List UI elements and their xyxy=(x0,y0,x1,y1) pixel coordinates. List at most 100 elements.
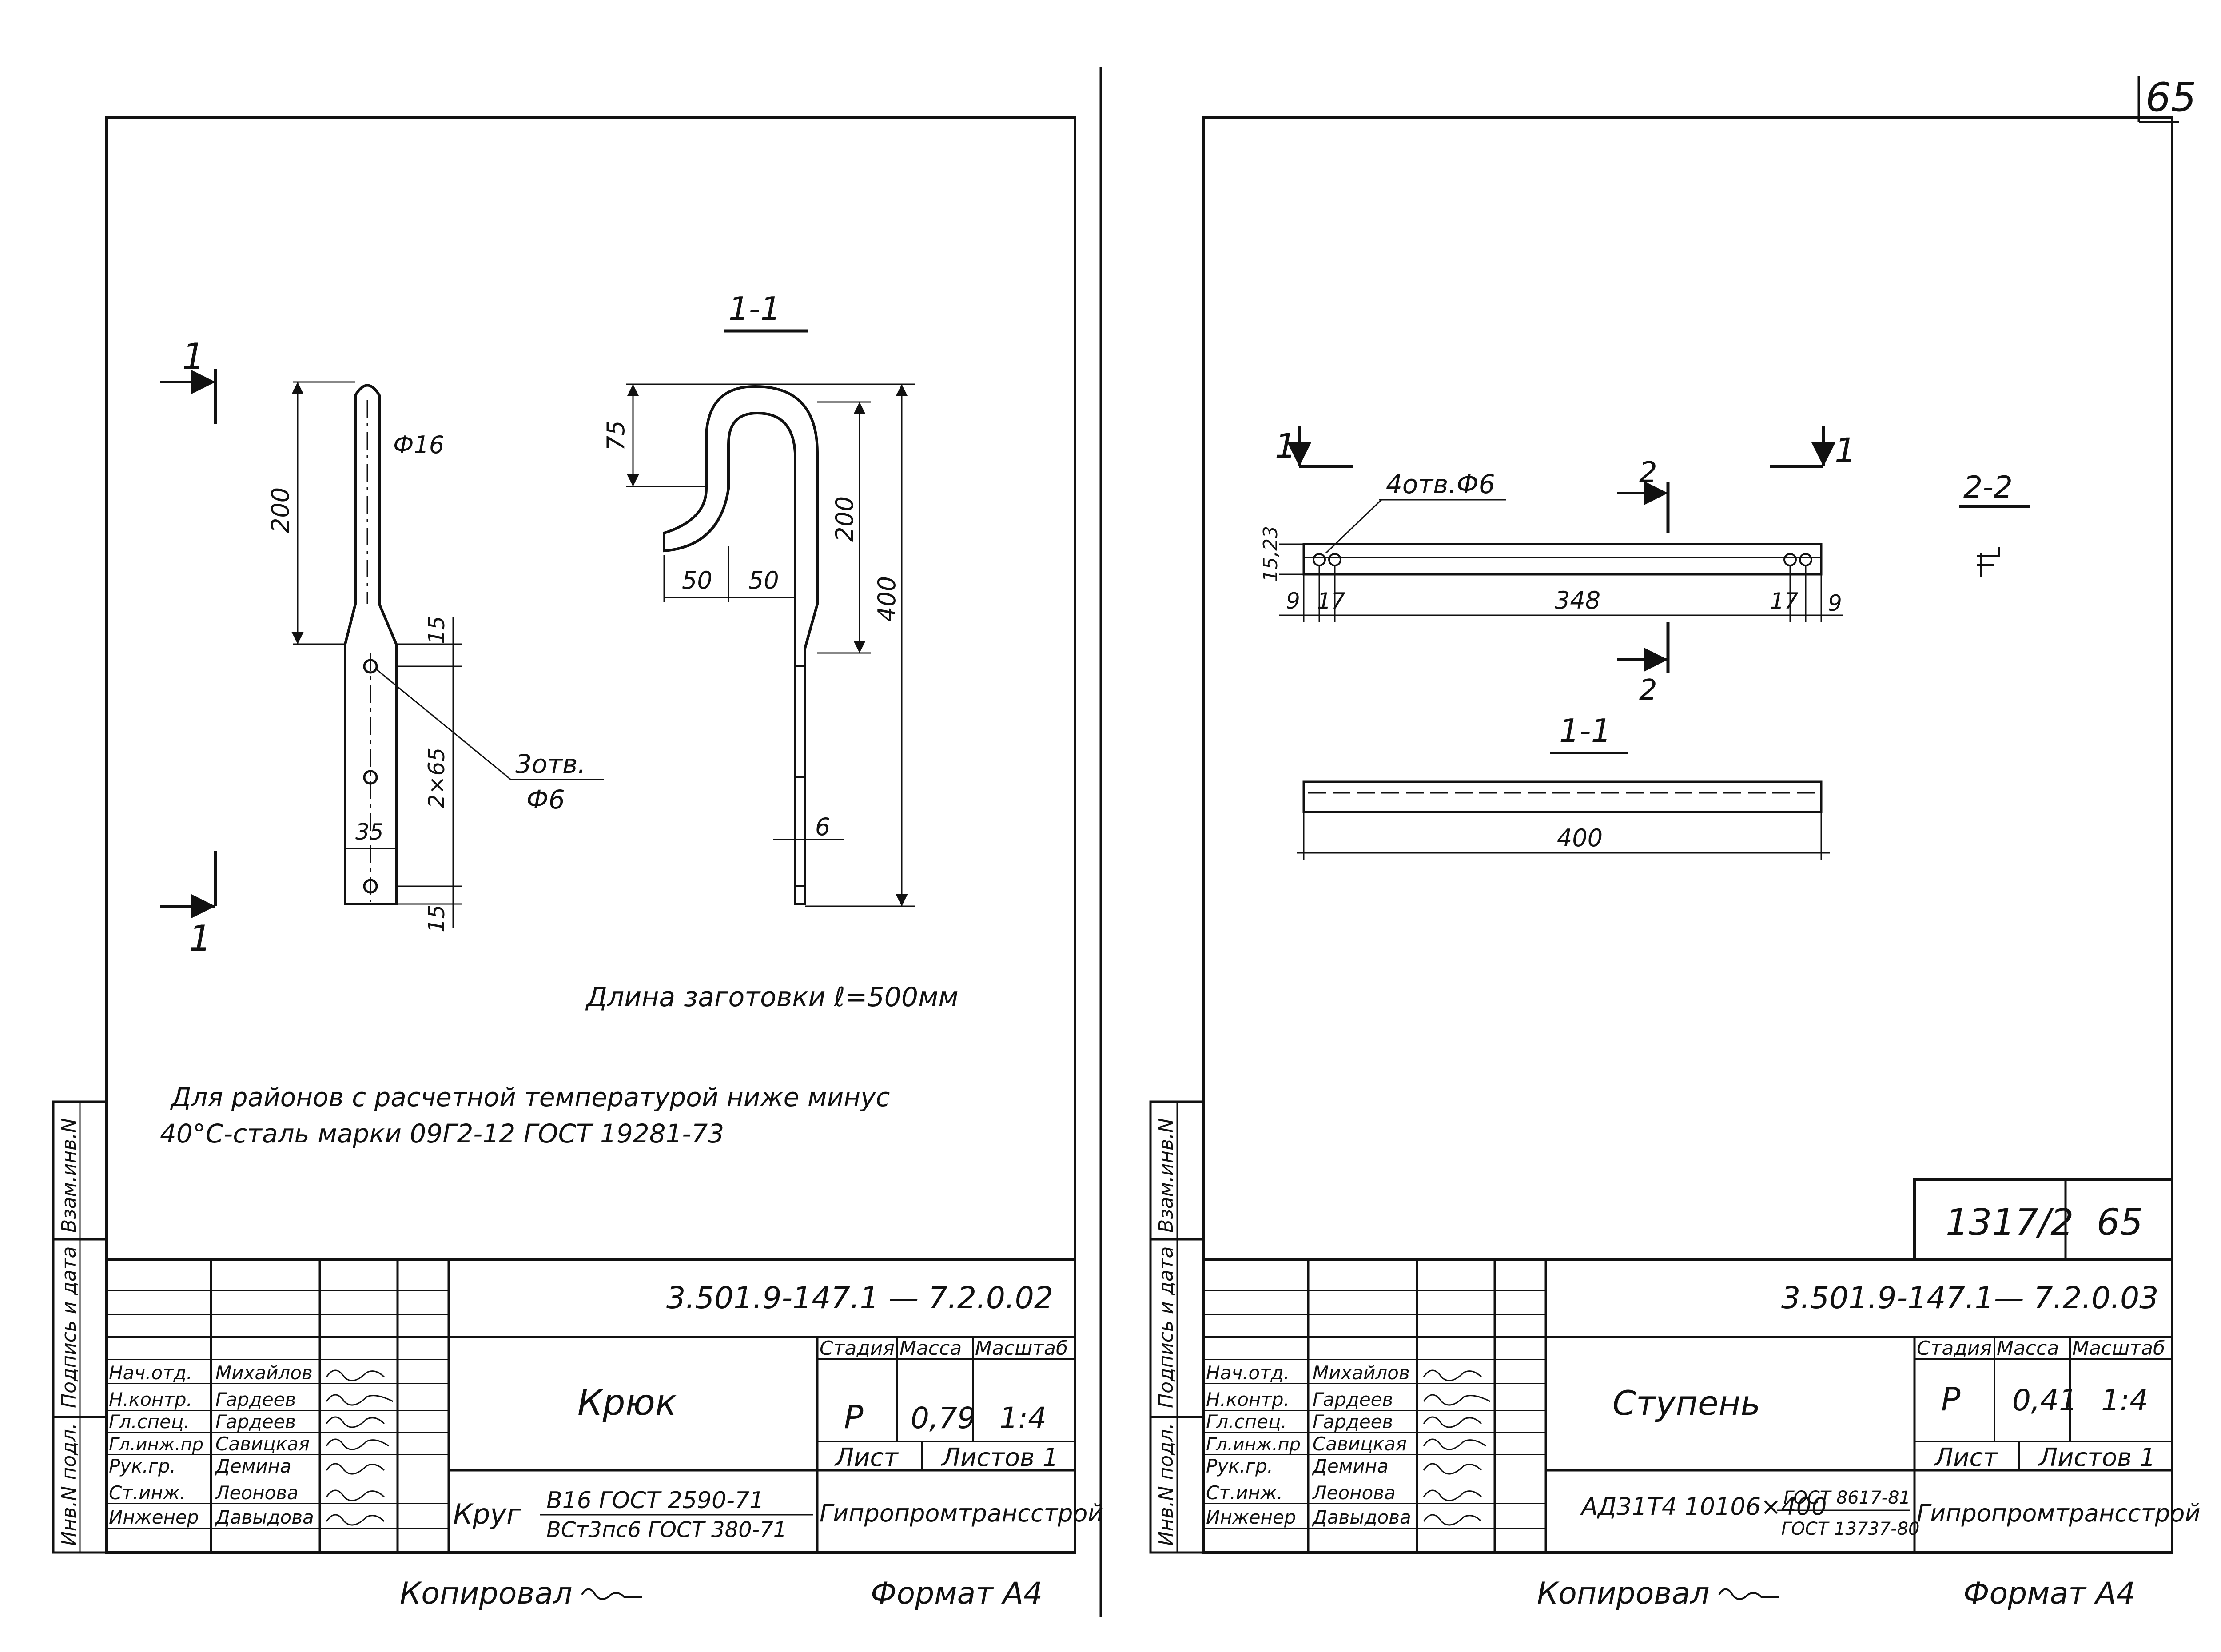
right-role-1: Н.контр. xyxy=(1206,1389,1290,1410)
right-copied-label: Копировал xyxy=(1537,1576,1710,1611)
page-number: 65 xyxy=(2145,74,2197,121)
holes-note-line1: 3отв. xyxy=(515,749,586,779)
left-doc-number: 3.501.9-147.1 — 7.2.0.02 xyxy=(666,1281,1053,1316)
left-copier-signature xyxy=(581,1588,642,1600)
left-organization: Гипропромтрансстрой xyxy=(820,1499,1103,1527)
stamp-page: 65 xyxy=(2097,1202,2143,1244)
right-scale-header: Масштаб xyxy=(2072,1337,2165,1360)
right-side-label-inv: Инв.N подл. xyxy=(1155,1423,1178,1546)
right-role-0: Нач.отд. xyxy=(1206,1362,1290,1384)
step-section-1-1: 1-1 400 xyxy=(1297,712,1830,860)
right-name-1: Гардеев xyxy=(1313,1389,1393,1410)
left-sheets-label: Листов 1 xyxy=(941,1443,1059,1472)
left-item-name: Крюк xyxy=(577,1382,677,1423)
right-name-5: Леонова xyxy=(1312,1482,1396,1504)
right-copier-signature xyxy=(1718,1588,1779,1600)
dim-17-right: 17 xyxy=(1770,588,1799,614)
right-organization: Гипропромтрансстрой xyxy=(1917,1499,2201,1527)
left-sheet-label: Лист xyxy=(834,1443,899,1472)
left-name-4: Демина xyxy=(215,1455,291,1477)
right-name-4: Демина xyxy=(1312,1455,1389,1477)
left-material-bottom: ВСт3пс6 ГОСТ 380-71 xyxy=(546,1517,787,1542)
right-sheet-label: Лист xyxy=(1934,1443,1998,1472)
left-role-3: Гл.инж.пр xyxy=(109,1434,203,1455)
hook-section-view: 1-1 75 50 50 200 400 6 xyxy=(602,290,915,907)
left-name-1: Гардеев xyxy=(215,1389,296,1410)
dim-9-left: 9 xyxy=(1286,588,1300,614)
right-mass: 0,41 xyxy=(2012,1383,2078,1417)
right-role-2: Гл.спец. xyxy=(1206,1411,1287,1433)
section-label-bottom: 2 xyxy=(1639,674,1657,707)
right-material-std-bottom: ГОСТ 13737-80 xyxy=(1781,1519,1919,1539)
right-sheets-label: Листов 1 xyxy=(2038,1443,2156,1472)
steel-note-line1: Для районов с расчетной температурой ниж… xyxy=(170,1082,890,1112)
right-format-label: Формат А4 xyxy=(1963,1576,2135,1611)
dim-75: 75 xyxy=(602,420,630,451)
dim-phi16: Ф16 xyxy=(393,431,444,459)
left-sheet: Инв.N подл. Подпись и дата Взам.инв.N 1 … xyxy=(52,116,1103,1611)
left-side-strip: Инв.N подл. Подпись и дата Взам.инв.N xyxy=(52,1100,108,1554)
blank-length-note: Длина заготовки ℓ=500мм xyxy=(585,982,959,1013)
right-role-5: Ст.инж. xyxy=(1206,1482,1283,1504)
dim-50-a: 50 xyxy=(682,566,712,594)
left-side-label-inv: Инв.N подл. xyxy=(58,1423,80,1546)
stamp-code: 1317/2 xyxy=(1946,1202,2074,1244)
section-label-top: 2 xyxy=(1639,456,1657,489)
left-title-block: 3.501.9-147.1 — 7.2.0.02 Крюк Стадия Мас… xyxy=(105,1258,1103,1554)
dim-50-b: 50 xyxy=(748,566,779,594)
right-scale: 1:4 xyxy=(2101,1383,2148,1417)
right-name-3: Савицкая xyxy=(1313,1433,1407,1455)
view-label-bottom: 1 xyxy=(189,918,211,959)
right-role-4: Рук.гр. xyxy=(1206,1455,1273,1477)
left-role-6: Инженер xyxy=(109,1506,199,1528)
dim-15-23: 15,23 xyxy=(1259,526,1282,582)
stamp-box: 1317/2 65 xyxy=(1913,1178,2173,1261)
right-role-3: Гл.инж.пр xyxy=(1206,1434,1301,1455)
left-name-6: Давыдова xyxy=(215,1506,314,1528)
dim-9-right: 9 xyxy=(1828,590,1842,616)
dim-200-left: 200 xyxy=(267,487,295,533)
left-name-2: Гардеев xyxy=(215,1411,296,1433)
dim-400: 400 xyxy=(873,576,901,622)
left-name-3: Савицкая xyxy=(215,1433,310,1455)
hook-elevation-view: 1 1 200 Ф16 15 2×65 15 xyxy=(160,336,604,959)
dim-35: 35 xyxy=(355,819,384,845)
right-view-label-left: 1 xyxy=(1275,426,1296,466)
left-role-5: Ст.инж. xyxy=(109,1482,186,1504)
step-section-2-2: 2-2 xyxy=(1959,470,2030,577)
left-copied-label: Копировал xyxy=(400,1576,573,1611)
dim-15-bottom: 15 xyxy=(424,904,450,933)
left-side-label-sign: Подпись и дата xyxy=(58,1246,80,1408)
right-side-strip: Инв.N подл. Подпись и дата Взам.инв.N xyxy=(1149,1100,1205,1554)
holes-note-line2: Ф6 xyxy=(526,784,565,815)
holes-label: 4отв.Ф6 xyxy=(1386,469,1495,499)
dim-2x65: 2×65 xyxy=(424,748,450,808)
right-sheet: Инв.N подл. Подпись и дата Взам.инв.N 1 … xyxy=(1149,116,2201,1611)
left-scale-header: Масштаб xyxy=(975,1337,1068,1360)
left-role-2: Гл.спец. xyxy=(109,1411,190,1433)
right-mass-header: Масса xyxy=(1997,1337,2059,1360)
left-side-label-replace: Взам.инв.N xyxy=(58,1118,80,1233)
right-stage: Р xyxy=(1941,1381,1961,1418)
dim-6: 6 xyxy=(815,813,830,841)
right-section-title-1-1: 1-1 xyxy=(1559,712,1612,749)
dim-348: 348 xyxy=(1555,586,1600,614)
left-material-prefix: Круг xyxy=(453,1498,521,1530)
left-mass: 0,79 xyxy=(911,1401,976,1435)
right-name-2: Гардеев xyxy=(1313,1411,1393,1433)
left-signatures xyxy=(326,1369,394,1526)
dim-15-top: 15 xyxy=(424,616,450,644)
left-role-4: Рук.гр. xyxy=(109,1455,176,1477)
left-stage-header: Стадия xyxy=(820,1337,895,1360)
left-role-0: Нач.отд. xyxy=(109,1362,192,1384)
right-signatures xyxy=(1423,1369,1491,1526)
right-title-block: 3.501.9-147.1— 7.2.0.03 Ступень Стадия М… xyxy=(1202,1258,2201,1554)
right-name-0: Михайлов xyxy=(1313,1362,1410,1384)
right-side-label-replace: Взам.инв.N xyxy=(1155,1118,1178,1233)
left-scale: 1:4 xyxy=(999,1401,1047,1435)
left-name-0: Михайлов xyxy=(215,1362,313,1384)
steel-note-line2: 40°С-сталь марки 09Г2-12 ГОСТ 19281-73 xyxy=(160,1119,724,1149)
left-material-top: В16 ГОСТ 2590-71 xyxy=(546,1487,764,1514)
right-dim-400: 400 xyxy=(1557,824,1603,852)
